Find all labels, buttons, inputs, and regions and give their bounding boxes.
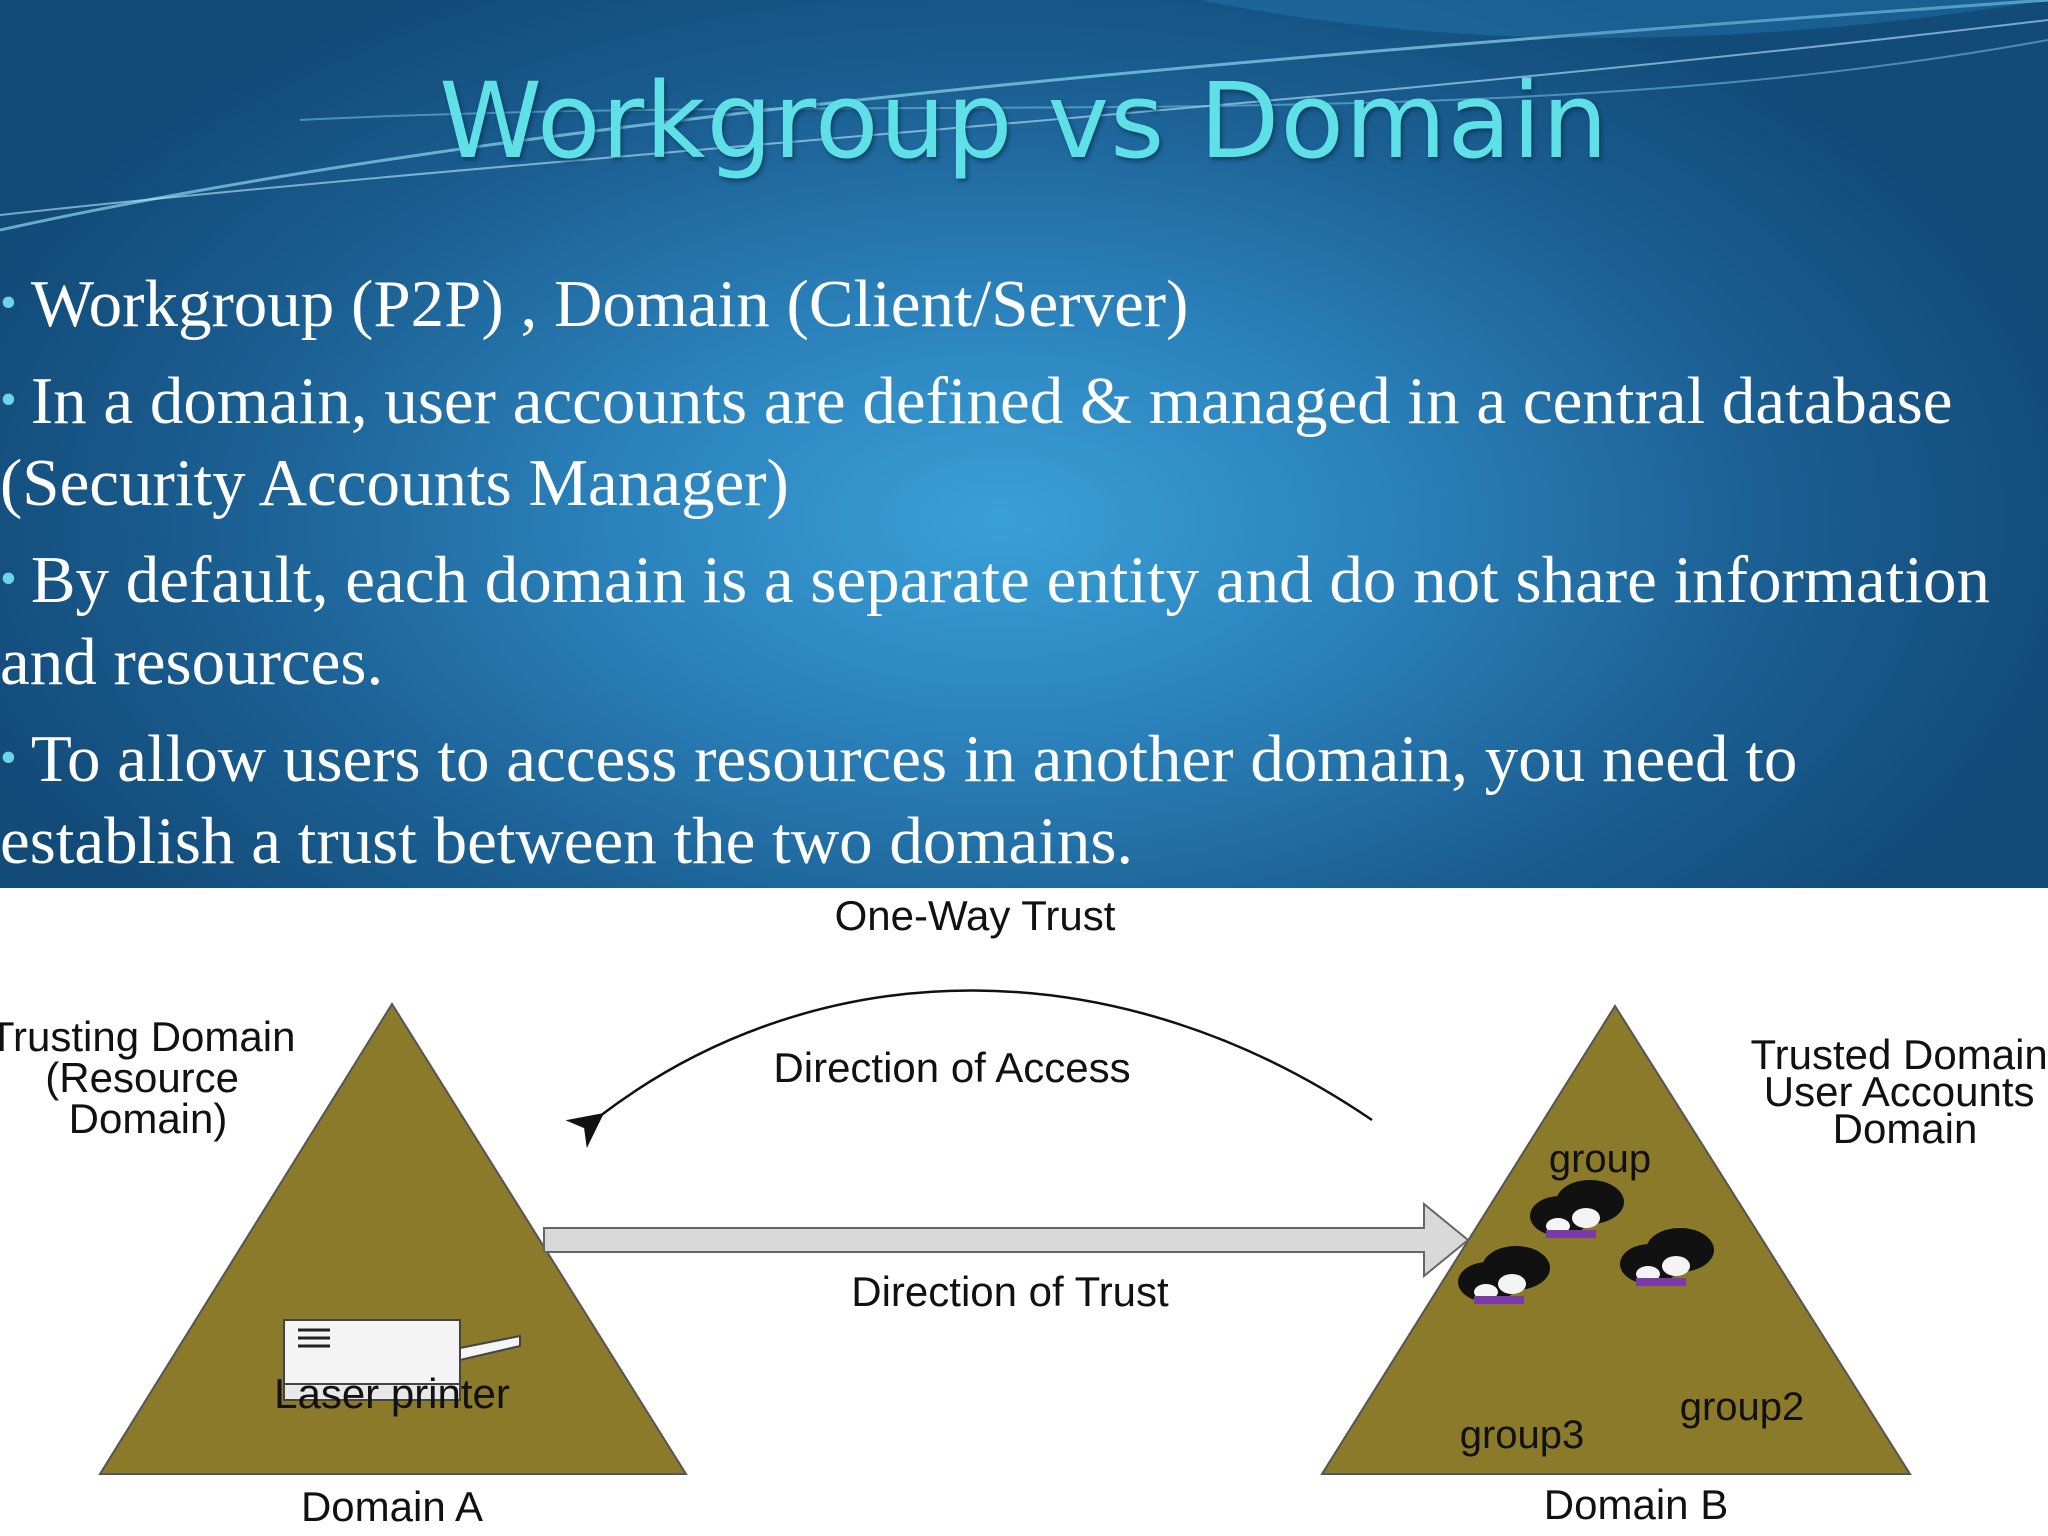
group3-label: group3 xyxy=(1460,1413,1585,1457)
bullet-list: •Workgroup (P2P) , Domain (Client/Server… xyxy=(0,262,2040,888)
diagram-heading: One-Way Trust xyxy=(835,892,1116,939)
domain-a-label: Domain A xyxy=(301,1483,483,1530)
bullet-dot-icon: • xyxy=(0,552,17,605)
group-icon xyxy=(1530,1180,1624,1238)
access-label: Direction of Access xyxy=(773,1044,1130,1091)
trusted-domain-line: Trusted Domain xyxy=(1751,1031,2048,1078)
bullet-item: •By default, each domain is a separate e… xyxy=(0,538,2040,703)
trusted-domain-line: User Accounts xyxy=(1764,1068,2035,1115)
domain-a-triangle xyxy=(98,1002,688,1475)
decorative-swoosh xyxy=(0,0,2048,232)
bullet-item: •Workgroup (P2P) , Domain (Client/Server… xyxy=(0,262,2040,345)
trusting-domain-label: Trusting Domain (Resource Domain) xyxy=(0,1013,307,1142)
group3-icon xyxy=(1458,1246,1550,1304)
domain-b-label: Domain B xyxy=(1544,1481,1728,1528)
bullet-dot-icon: • xyxy=(0,373,17,426)
bullet-item: •To allow users to access resources in a… xyxy=(0,717,2040,882)
trusted-domain-label: Trusted Domain User Accounts Domain xyxy=(1751,1031,2048,1152)
bullet-dot-icon: • xyxy=(0,276,17,329)
group2-label: group2 xyxy=(1680,1385,1805,1429)
trust-arrow xyxy=(543,1201,1470,1279)
group-label: group xyxy=(1549,1137,1651,1181)
bullet-text: To allow users to access resources in an… xyxy=(0,722,1798,878)
bullet-dot-icon: • xyxy=(0,731,17,784)
bullet-text: By default, each domain is a separate en… xyxy=(0,543,1990,699)
bullet-item: •In a domain, user accounts are defined … xyxy=(0,359,2040,524)
group2-icon xyxy=(1620,1228,1714,1286)
trust-label: Direction of Trust xyxy=(851,1268,1169,1315)
trusting-domain-line: Trusting Domain xyxy=(0,1013,295,1060)
bullet-text: Workgroup (P2P) , Domain (Client/Server) xyxy=(30,267,1189,341)
slide-title: Workgroup vs Domain xyxy=(439,60,1609,182)
slide-header-area: Workgroup vs Domain •Workgroup (P2P) , D… xyxy=(0,0,2048,888)
trust-diagram: One-Way Trust Trusting Domain (Resource … xyxy=(0,892,2048,1530)
trusting-domain-line: (Resource xyxy=(45,1054,239,1101)
bullet-text: In a domain, user accounts are defined &… xyxy=(0,364,1953,520)
trusting-domain-line: Domain) xyxy=(69,1095,228,1142)
access-arrow xyxy=(565,989,1373,1149)
printer-icon xyxy=(283,1319,521,1401)
printer-label: Laser printer xyxy=(274,1370,510,1417)
trusted-domain-line: Domain xyxy=(1833,1105,1978,1152)
